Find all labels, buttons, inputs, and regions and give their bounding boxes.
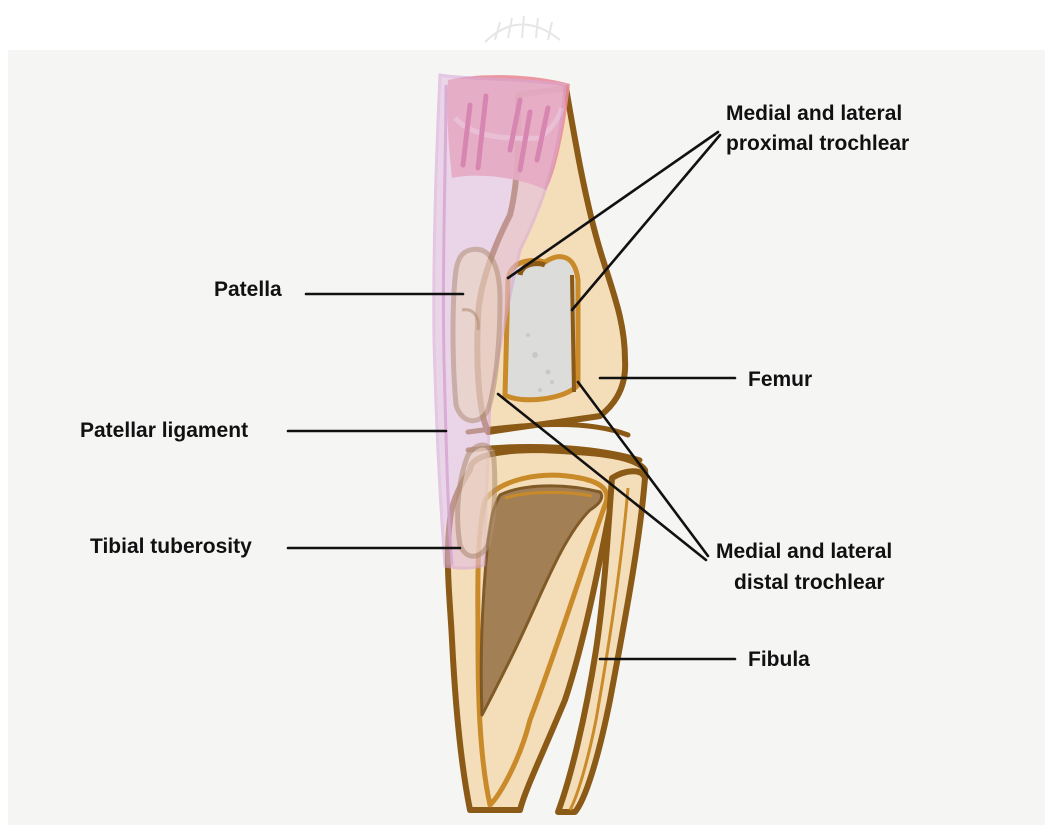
label-fibula: Fibula <box>748 648 810 671</box>
label-patellar-ligament: Patellar ligament <box>80 419 248 442</box>
label-distal-trochlear-line2: distal trochlear <box>734 571 885 594</box>
label-femur: Femur <box>748 368 812 391</box>
watermark-emblem <box>485 16 560 42</box>
label-proximal-trochlear-line2: proximal trochlear <box>726 132 909 155</box>
label-patella: Patella <box>214 278 282 301</box>
label-tibial-tuberosity: Tibial tuberosity <box>90 535 252 558</box>
patella-bone <box>453 249 500 420</box>
label-distal-trochlear-line1: Medial and lateral <box>716 540 892 563</box>
label-proximal-trochlear-line1: Medial and lateral <box>726 102 902 125</box>
tibial-tuberosity <box>458 445 495 556</box>
